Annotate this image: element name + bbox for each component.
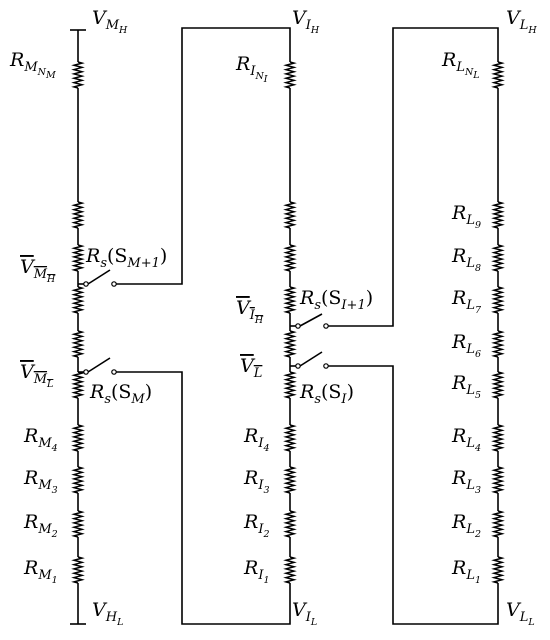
i-vbar-h-label: VIH [236, 297, 264, 326]
i-resistor [283, 371, 297, 399]
l-bottom-label: VLL [506, 599, 535, 628]
m-upper-switch-arm [87, 269, 111, 285]
l-resistor-label: RL7 [451, 287, 482, 316]
l-resistor [491, 286, 505, 314]
i-resistor [283, 330, 297, 358]
l-resistor [491, 466, 505, 494]
m-lower-switch-pivot [83, 369, 89, 375]
l-resistor-label: RL4 [451, 425, 481, 454]
i-bottom-label: VIL [292, 599, 317, 628]
m-resistor [71, 201, 85, 229]
i-resistor-label: RI3 [243, 467, 270, 496]
l-resistor-label: RL1 [451, 557, 481, 586]
m-resistor [71, 424, 85, 452]
l-top-label: VLH [506, 7, 537, 36]
i-upper-switch-contact [323, 323, 329, 329]
i-top-label: VIH [292, 7, 320, 36]
m-vbar-h-label: VMH [20, 256, 56, 285]
i-lower-switch-label: Rs(SI) [299, 381, 354, 407]
i-resistor [283, 466, 297, 494]
i-lower-switch-arm [299, 351, 323, 367]
m-resistor [71, 556, 85, 584]
m-upper-switch-label: Rs(SM+1) [85, 245, 167, 271]
l-resistor-label: RL9 [451, 202, 481, 231]
l-resistor-label: RL6 [451, 331, 481, 360]
i-upper-link-wire [328, 27, 499, 327]
i-resistor [283, 201, 297, 229]
i-resistor [283, 244, 297, 272]
m-resistor [71, 466, 85, 494]
l-resistor [491, 244, 505, 272]
i-top-resistor-label: RINI [235, 53, 268, 85]
i-resistor [283, 61, 297, 89]
i-resistor [283, 510, 297, 538]
m-upper-link-wire [116, 27, 291, 285]
i-resistor-label: RI1 [243, 557, 270, 586]
m-upper-switch-pivot [83, 281, 89, 287]
i-lower-link-wire [328, 365, 499, 625]
i-resistor-label: RI4 [243, 425, 270, 454]
m-resistor [71, 510, 85, 538]
i-upper-switch-label: Rs(SI+1) [299, 287, 373, 313]
l-resistor [491, 424, 505, 452]
l-resistor [491, 510, 505, 538]
l-resistor-label: RL3 [451, 467, 481, 496]
l-resistor [491, 330, 505, 358]
m-top-label: VMH [92, 7, 128, 36]
i-resistor-label: RI2 [243, 511, 270, 540]
m-resistor-label: RM3 [23, 467, 58, 496]
m-lower-switch-contact [111, 369, 117, 375]
l-resistor [491, 371, 505, 399]
m-lower-switch-arm [87, 357, 111, 373]
m-resistor-label: RM1 [23, 557, 58, 586]
m-bottom-label: VHL [92, 599, 123, 628]
l-resistor-label: RL2 [451, 511, 481, 540]
m-resistor [71, 330, 85, 358]
i-resistor [283, 286, 297, 314]
m-lower-switch-label: Rs(SM) [89, 381, 152, 407]
m-resistor [71, 286, 85, 314]
i-vbar-l-label: VL [240, 355, 262, 381]
i-upper-switch-pivot [295, 323, 301, 329]
l-resistor [491, 556, 505, 584]
l-resistor [491, 61, 505, 89]
m-resistor-label: RM2 [23, 511, 58, 540]
m-lower-link-wire [116, 371, 291, 625]
i-resistor [283, 424, 297, 452]
i-resistor [283, 556, 297, 584]
circuit-wires [70, 27, 505, 625]
m-upper-switch-contact [111, 281, 117, 287]
l-resistor-label: RL5 [451, 372, 481, 401]
l-resistor [491, 201, 505, 229]
i-lower-switch-contact [323, 363, 329, 369]
l-resistor-label: RL8 [451, 245, 481, 274]
m-vbar-l-label: VML [20, 361, 53, 390]
i-upper-switch-arm [299, 313, 323, 327]
m-resistor [71, 244, 85, 272]
m-top-resistor-label: RMNM [9, 49, 56, 81]
m-resistor [71, 61, 85, 89]
circuit-labels: VMHVHLRMNMVMHVMLRs(SM+1)Rs(SM)RM4RM3RM2R… [9, 7, 537, 628]
m-resistor [71, 371, 85, 399]
l-top-resistor-label: RLNL [441, 49, 480, 81]
i-lower-switch-pivot [295, 363, 301, 369]
m-resistor-label: RM4 [23, 425, 58, 454]
